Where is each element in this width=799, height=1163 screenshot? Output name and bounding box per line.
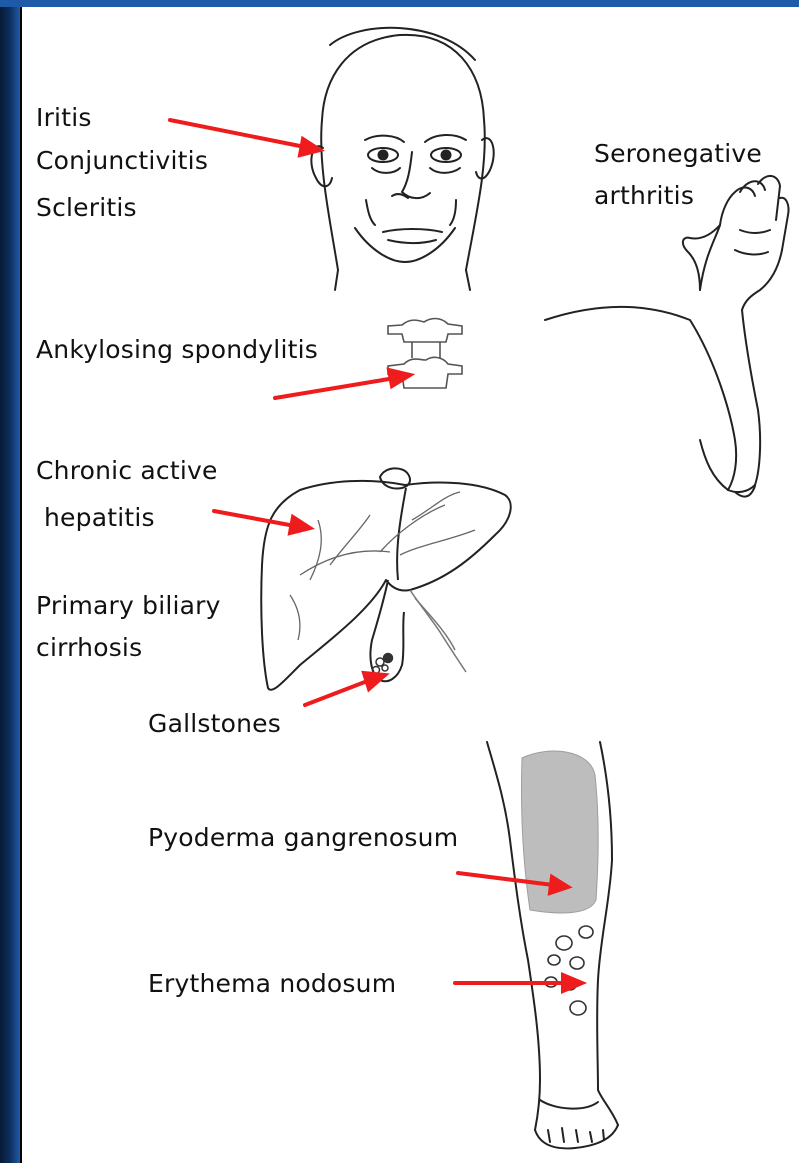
label-iritis: Iritis <box>36 100 92 135</box>
arrow-hepatitis <box>214 511 310 533</box>
label-ankylosing-spondylitis: Ankylosing spondylitis <box>36 332 318 367</box>
arrow-spine <box>275 370 410 398</box>
label-primary-biliary: Primary biliary <box>36 588 221 623</box>
label-gallstones: Gallstones <box>148 706 281 741</box>
erythema-nodules <box>545 926 593 1015</box>
arrow-erythema <box>455 975 582 991</box>
head-illustration <box>311 28 493 290</box>
label-scleritis: Scleritis <box>36 190 137 225</box>
gallstones-illustration <box>373 654 393 674</box>
label-cirrhosis: cirrhosis <box>36 630 142 665</box>
arrow-gallstones <box>305 673 385 705</box>
label-chronic-active: Chronic active <box>36 453 218 488</box>
label-erythema-nodosum: Erythema nodosum <box>148 966 396 1001</box>
label-arthritis: arthritis <box>594 178 694 213</box>
label-hepatitis: hepatitis <box>44 500 155 535</box>
arrow-pyoderma <box>458 873 568 893</box>
liver-vessels <box>290 492 475 640</box>
label-pyoderma-gangrenosum: Pyoderma gangrenosum <box>148 820 458 855</box>
arm-hand-illustration <box>545 176 789 497</box>
label-seronegative: Seronegative <box>594 136 762 171</box>
label-conjunctivitis: Conjunctivitis <box>36 143 208 178</box>
